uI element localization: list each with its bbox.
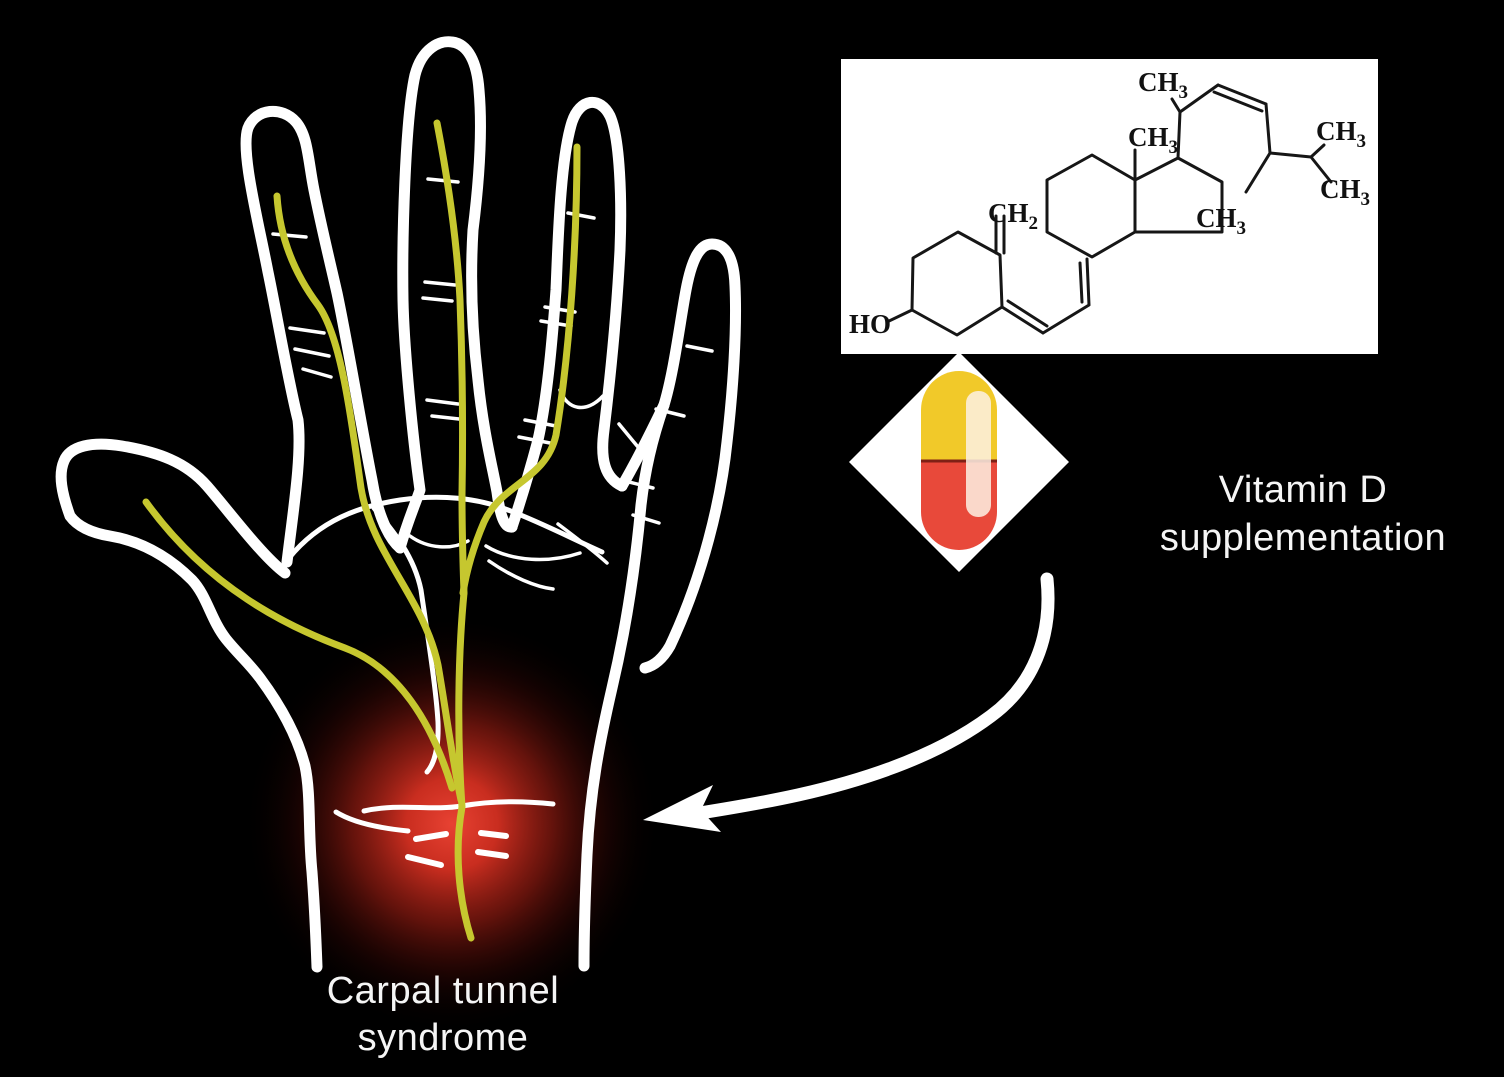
curved-arrow	[643, 572, 1055, 832]
nerve-ring-branch	[459, 143, 581, 597]
arrow-shaft	[693, 572, 1055, 820]
pill-icon	[849, 352, 1069, 572]
diene-bridge	[1000, 257, 1091, 335]
nerve-thumb-branch	[142, 498, 456, 792]
hypothenar-thin-crease-2	[556, 522, 609, 565]
ring-d	[1133, 156, 1224, 234]
thumb-outline	[55, 438, 323, 973]
ring-creases	[517, 211, 596, 445]
little-finger-outline	[616, 238, 742, 674]
median-nerve	[142, 119, 581, 942]
vitamin-d-label-line2: supplementation	[1160, 517, 1446, 559]
arrow-head	[643, 785, 721, 832]
molecule-panel: CH3 CH3 CH2 HO CH3 CH3 CH3	[841, 59, 1378, 354]
hypothenar-crease-3	[631, 513, 661, 525]
inflammation-glow	[242, 614, 662, 1034]
vitamin-d-structure: CH3 CH3 CH2 HO CH3 CH3 CH3	[849, 67, 1370, 339]
web-crease-2	[484, 544, 582, 562]
side-chain	[1170, 83, 1333, 194]
capsule-highlight	[966, 391, 991, 517]
c18-methyl-label: CH3	[1128, 122, 1178, 158]
hypothenar-thin-crease-1	[487, 559, 555, 591]
vitamin-d-label-line1: Vitamin D	[1219, 469, 1388, 511]
c27-methyl-label: CH3	[1320, 174, 1370, 210]
hypothenar-crease-1	[617, 422, 640, 449]
ch2-label: CH2	[988, 198, 1038, 234]
finger-creases	[271, 177, 714, 445]
carpal-tunnel-label: Carpal tunnel syndrome	[327, 970, 560, 1059]
ch2-double-bond	[994, 214, 1006, 255]
wrist-dash-3	[405, 854, 444, 868]
hydroxyl-label: HO	[849, 309, 891, 339]
molecule-panel-background	[841, 59, 1378, 354]
nerve-trunk	[454, 589, 475, 942]
index-creases	[271, 232, 333, 379]
c28-methyl-label: CH3	[1196, 203, 1246, 239]
c21-methyl-label: CH3	[1138, 67, 1188, 103]
wrist-crease-left	[333, 809, 411, 834]
ho-bond	[887, 308, 914, 323]
ring-a	[910, 230, 1004, 337]
wrist-dash-4	[475, 849, 509, 859]
hand-ulnar-edge	[578, 399, 670, 972]
middle-creases	[421, 177, 461, 421]
middle-finger-outline	[394, 36, 518, 554]
carpal-tunnel-label-line2: syndrome	[358, 1017, 529, 1059]
vitamin-d-label: Vitamin D supplementation	[1160, 469, 1446, 559]
ring-finger-outline	[506, 96, 628, 533]
carpal-tunnel-label-line1: Carpal tunnel	[327, 970, 560, 1012]
index-finger-outline	[240, 105, 406, 568]
hypothenar-crease-2	[623, 479, 655, 490]
wrist-dash-1	[413, 831, 449, 842]
nerve-middle-branch	[433, 119, 468, 597]
c26-methyl-label: CH3	[1316, 116, 1366, 152]
wrist-dash-2	[478, 830, 509, 839]
hand-outline	[55, 36, 742, 973]
nerve-index-branch	[273, 192, 465, 804]
palm-top-crease	[286, 494, 605, 561]
little-creases	[654, 344, 714, 418]
